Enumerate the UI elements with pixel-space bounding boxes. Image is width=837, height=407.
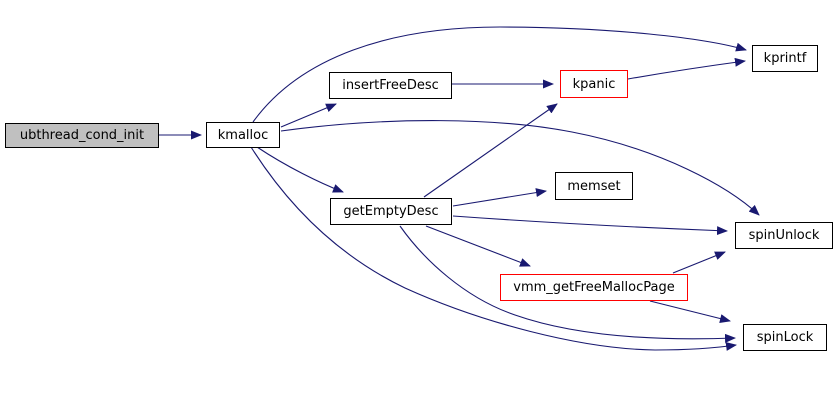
node-memset[interactable]: memset	[555, 172, 633, 200]
edge-kmalloc-getEmptyDesc	[256, 146, 344, 193]
node-kprintf[interactable]: kprintf	[752, 45, 818, 72]
edge-getEmptyDesc-kpanic	[423, 103, 558, 198]
node-spinUnlock[interactable]: spinUnlock	[735, 222, 833, 249]
node-vmm_getFreeMallocPage[interactable]: vmm_getFreeMallocPage	[500, 274, 688, 301]
node-spinLock[interactable]: spinLock	[743, 324, 827, 351]
edge-getEmptyDesc-memset	[452, 188, 547, 207]
edge-vmm_getFreeMallocPage-spinUnlock	[672, 251, 726, 274]
edge-kpanic-kprintf	[627, 57, 746, 80]
node-kpanic[interactable]: kpanic	[560, 70, 628, 98]
node-insertFreeDesc[interactable]: insertFreeDesc	[329, 72, 452, 99]
node-kmalloc[interactable]: kmalloc	[206, 122, 280, 148]
edge-kmalloc-spinLock	[250, 146, 737, 351]
edge-vmm_getFreeMallocPage-spinLock	[649, 300, 731, 323]
edge-kmalloc-spinUnlock	[280, 120, 760, 216]
edge-getEmptyDesc-spinLock	[399, 225, 736, 343]
edge-kmalloc-insertFreeDesc	[280, 103, 337, 128]
edge-getEmptyDesc-vmm_getFreeMallocPage	[425, 225, 531, 267]
edge-getEmptyDesc-spinUnlock	[452, 215, 728, 236]
node-ubthread_cond_init: ubthread_cond_init	[5, 123, 159, 148]
edge-kmalloc-kprintf	[252, 26, 747, 123]
node-getEmptyDesc[interactable]: getEmptyDesc	[330, 198, 452, 225]
